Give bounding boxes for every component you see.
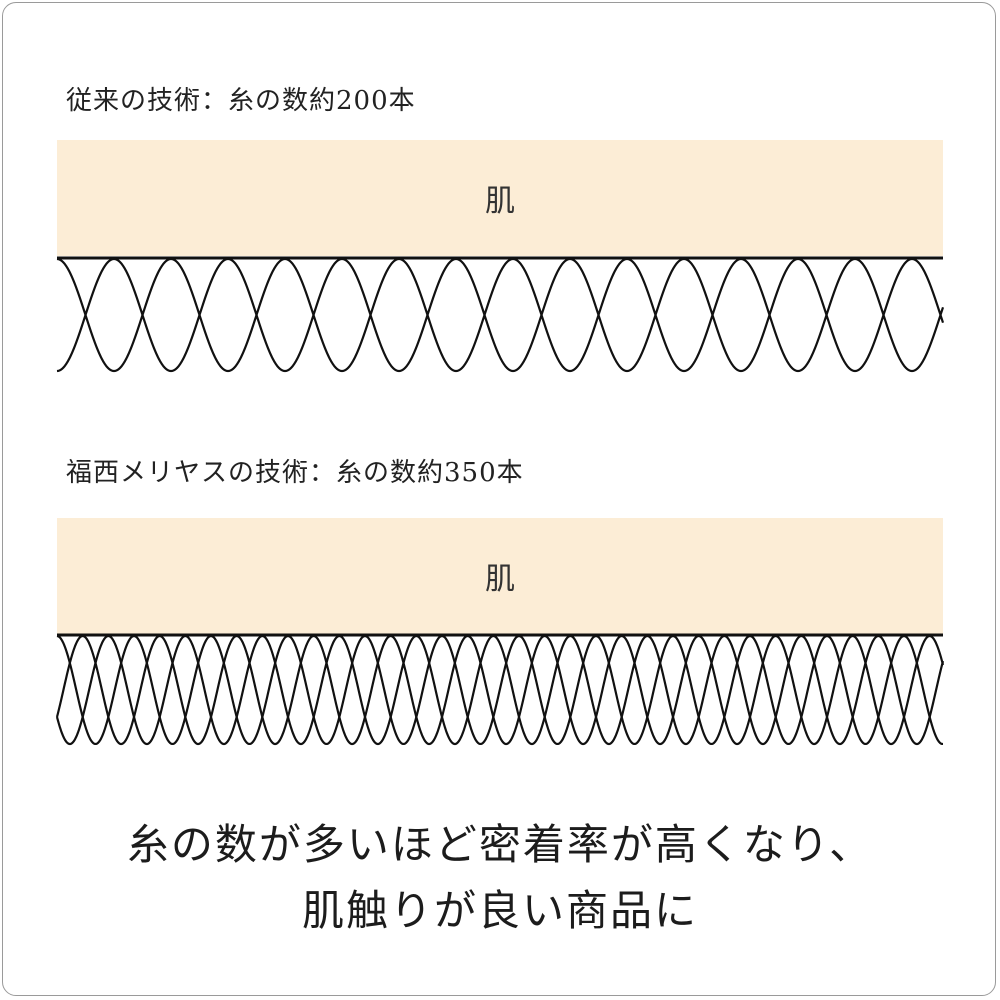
fukunishi-yarn-loops <box>55 634 945 746</box>
conventional-yarn-diagram <box>56 256 945 373</box>
caption-line-1: 糸の数が多いほど密着率が高くなり、 <box>126 820 874 869</box>
conventional-yarn-loops <box>56 257 945 373</box>
conventional-heading: 従来の技術：糸の数約200本 <box>66 86 416 116</box>
knit-b-strand-2 <box>55 634 945 746</box>
fukunishi-heading: 福西メリヤスの技術：糸の数約350本 <box>66 458 524 488</box>
conclusion-caption: 糸の数が多いほど密着率が高くなり、 肌触りが良い商品に <box>0 812 1000 944</box>
knit-b-strand-3 <box>55 634 945 746</box>
knit-a-strand-1 <box>56 257 945 373</box>
conventional-skin-band: 肌 <box>57 140 943 256</box>
caption-line-2: 肌触りが良い商品に <box>301 886 698 935</box>
conventional-skin-label: 肌 <box>485 184 515 219</box>
fukunishi-skin-band: 肌 <box>57 518 943 634</box>
knit-b-strand-1 <box>56 634 944 746</box>
fukunishi-yarn-diagram <box>55 633 945 746</box>
knit-a-strand-2 <box>56 257 945 373</box>
fukunishi-skin-label: 肌 <box>485 562 515 597</box>
